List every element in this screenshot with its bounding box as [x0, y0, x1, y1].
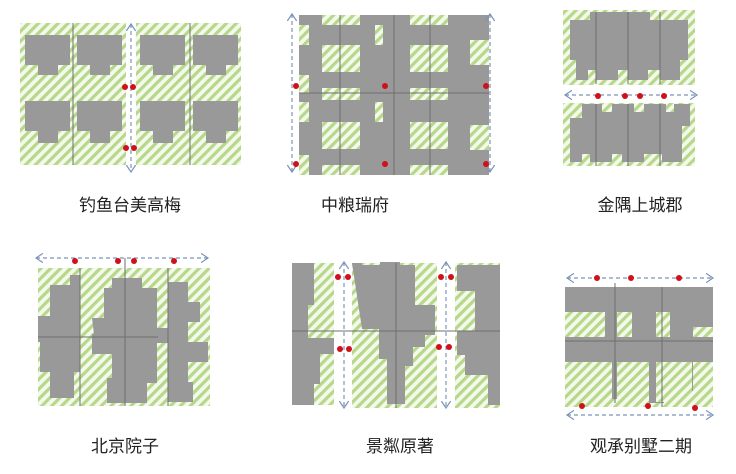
panel-label: 观承别墅二期	[590, 437, 692, 457]
entrance-dot	[448, 274, 454, 280]
entrance-dot	[436, 344, 442, 350]
entrance-dot	[122, 84, 128, 90]
entrance-dot	[645, 403, 651, 409]
panel-guancheng: 观承别墅二期	[565, 275, 713, 457]
entrance-dot	[628, 275, 634, 281]
panel-label: 北京院子	[91, 437, 159, 457]
entrance-dot	[130, 84, 136, 90]
entrance-dot	[346, 346, 352, 352]
entrance-dot	[637, 93, 643, 99]
entrance-dot	[676, 275, 682, 281]
panel-label: 金隅上城郡	[598, 196, 683, 216]
entrance-dot	[382, 83, 388, 89]
entrance-dot	[72, 258, 78, 264]
panel-label: 钓鱼台美高梅	[79, 196, 181, 216]
entrance-dot	[293, 161, 299, 167]
entrance-dot	[594, 275, 600, 281]
panel-label: 景粼原著	[366, 437, 434, 457]
entrance-dot	[483, 161, 489, 167]
entrance-dot	[131, 258, 137, 264]
entrance-dot	[446, 344, 452, 350]
panel-zhongliang: 中粮瑞府	[292, 14, 490, 216]
entrance-dot	[483, 83, 489, 89]
panel-diaoyutai: 钓鱼台美高梅	[20, 23, 241, 216]
entrance-dot	[345, 274, 351, 280]
entrance-dot	[131, 145, 137, 151]
entrance-dot	[661, 93, 667, 99]
panel-jinglinyuanzhu: 景粼原著	[292, 262, 500, 457]
panel-label: 中粮瑞府	[321, 196, 389, 216]
houses	[25, 35, 238, 143]
courtyards	[299, 15, 489, 175]
entrance-dot	[622, 93, 628, 99]
entrance-dot	[171, 258, 177, 264]
entrance-dot	[123, 145, 129, 151]
panel-beijingyuanzi: 北京院子	[36, 258, 210, 457]
entrance-dot	[293, 83, 299, 89]
entrance-dot	[115, 258, 121, 264]
entrance-dot	[692, 405, 698, 411]
panel-jinyu: 金隅上城郡	[563, 10, 697, 216]
entrance-dot	[337, 346, 343, 352]
entrance-dot	[579, 403, 585, 409]
entrance-dot	[335, 274, 341, 280]
entrance-dot	[438, 274, 444, 280]
entrance-dot	[382, 161, 388, 167]
entrance-dot	[595, 93, 601, 99]
